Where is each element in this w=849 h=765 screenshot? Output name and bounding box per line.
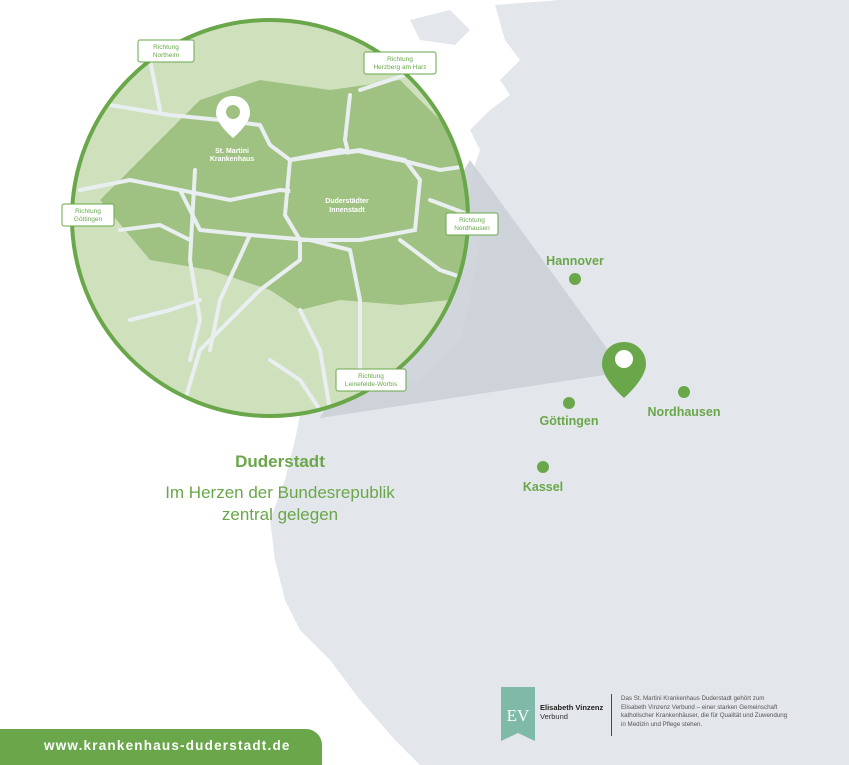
hospital-pin-icon <box>216 96 250 138</box>
city-label-kassel: Kassel <box>523 480 563 494</box>
headline-subtitle-line1: Im Herzen der Bundesrepublik <box>165 483 395 502</box>
direction-nordhausen: Richtung Nordhausen <box>445 212 499 236</box>
website-bar[interactable]: www.krankenhaus-duderstadt.de <box>0 729 322 765</box>
headline-subtitle-line2: zentral gelegen <box>221 505 339 524</box>
svg-text:Richtung: Richtung <box>153 44 179 51</box>
headline-subtitle: Im Herzen der Bundesrepublik zentral gel… <box>130 482 430 526</box>
city-label-nordhausen: Nordhausen <box>648 405 721 419</box>
footer-blurb: Das St. Martini Krankenhaus Duderstadt g… <box>621 695 788 728</box>
logo-mark: EV <box>507 706 530 725</box>
divider <box>611 694 612 736</box>
direction-herzberg: Richtung Herzberg am Harz <box>363 51 437 75</box>
svg-text:Richtung: Richtung <box>387 56 413 63</box>
land-shape <box>270 0 849 765</box>
svg-text:Richtung: Richtung <box>358 373 384 380</box>
city-dot-goettingen <box>563 397 575 409</box>
city-label-goettingen: Göttingen <box>539 414 598 428</box>
logo-name: Elisabeth Vinzenz Verbund <box>540 703 603 721</box>
website-link[interactable]: www.krankenhaus-duderstadt.de <box>44 738 291 753</box>
svg-text:Richtung: Richtung <box>75 208 101 215</box>
center-label-2: Innenstadt <box>329 207 365 214</box>
headline-title: Duderstadt <box>235 452 325 471</box>
location-pin-icon <box>602 342 646 398</box>
hospital-label-2: Krankenhaus <box>210 156 254 163</box>
center-label-1: Duderstädter <box>325 198 369 205</box>
land-island <box>410 10 470 45</box>
inset-map: St. Martini Krankenhaus Duderstädter Inn… <box>70 18 470 418</box>
direction-northeim: Richtung Northeim <box>137 39 195 63</box>
city-dot-hannover <box>569 273 581 285</box>
city-dot-nordhausen <box>678 386 690 398</box>
svg-text:Nordhausen: Nordhausen <box>454 225 490 232</box>
logo-name-line2: Verbund <box>540 712 568 721</box>
svg-text:Richtung: Richtung <box>459 217 485 224</box>
svg-text:Northeim: Northeim <box>153 52 179 59</box>
direction-leinefelde: Richtung Leinefelde-Worbis <box>335 368 407 392</box>
svg-text:Göttingen: Göttingen <box>74 216 103 223</box>
town-core <box>289 153 416 236</box>
city-label-hannover: Hannover <box>546 254 604 268</box>
ev-logo-icon: EV <box>501 687 535 741</box>
logo-name-line1: Elisabeth Vinzenz <box>540 703 604 712</box>
direction-goettingen: Richtung Göttingen <box>61 203 115 227</box>
city-dot-kassel <box>537 461 549 473</box>
town-ring-road <box>282 147 423 242</box>
svg-text:Herzberg am Harz: Herzberg am Harz <box>373 64 426 71</box>
hospital-label-1: St. Martini <box>215 148 249 155</box>
svg-text:Leinefelde-Worbis: Leinefelde-Worbis <box>345 381 398 388</box>
